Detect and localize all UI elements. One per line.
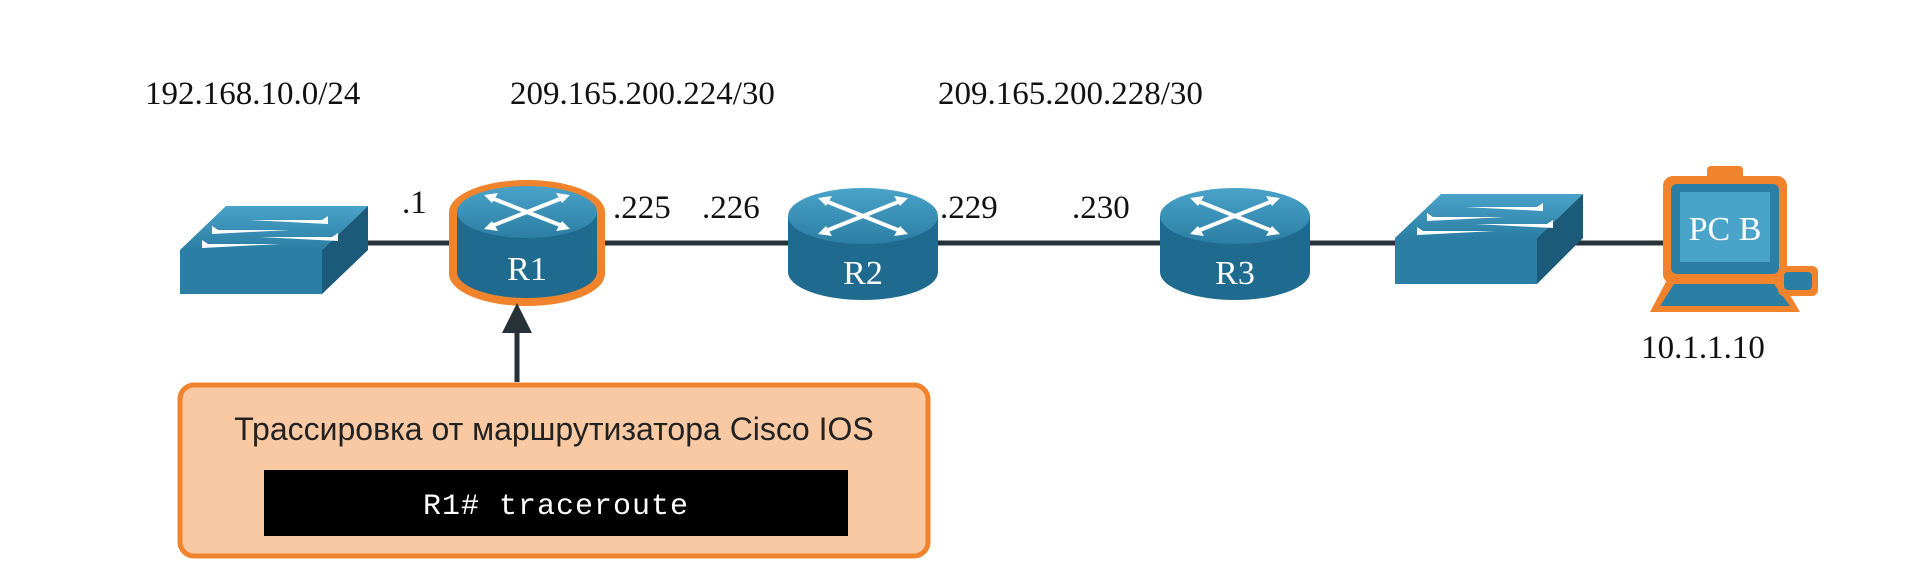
switch-icon: [1395, 194, 1583, 284]
router-icon-r3: R3: [1160, 188, 1310, 300]
network-label-wan-1: 209.165.200.224/30: [510, 76, 775, 112]
ip-label-r2-right: .229: [940, 190, 998, 226]
pc-ip-label: 10.1.1.10: [1641, 330, 1765, 366]
command-terminal: [264, 470, 848, 536]
ip-label-r1-wan: .225: [613, 190, 671, 226]
router-label-r3: R3: [1215, 255, 1255, 292]
ip-label-r1-lan: .1: [402, 185, 427, 221]
router-label-r2: R2: [843, 255, 883, 292]
pc-label: PC B: [1689, 211, 1762, 248]
switch-icon: [180, 206, 368, 294]
command-text: R1# traceroute: [423, 490, 689, 524]
ip-label-r2-left: .226: [702, 190, 760, 226]
ip-label-r3-left: .230: [1072, 190, 1130, 226]
pc-icon: PC B: [1650, 166, 1818, 312]
network-label-wan-2: 209.165.200.228/30: [938, 76, 1203, 112]
callout-box: Трассировка от маршрутизатора Cisco IOS …: [177, 382, 931, 559]
router-label-r1: R1: [507, 251, 547, 288]
network-label-lan-a: 192.168.10.0/24: [145, 76, 360, 112]
router-icon-r1: R1: [449, 180, 605, 306]
callout-title: Трассировка от маршрутизатора Cisco IOS: [234, 411, 873, 447]
router-icon-r2: R2: [788, 188, 938, 300]
